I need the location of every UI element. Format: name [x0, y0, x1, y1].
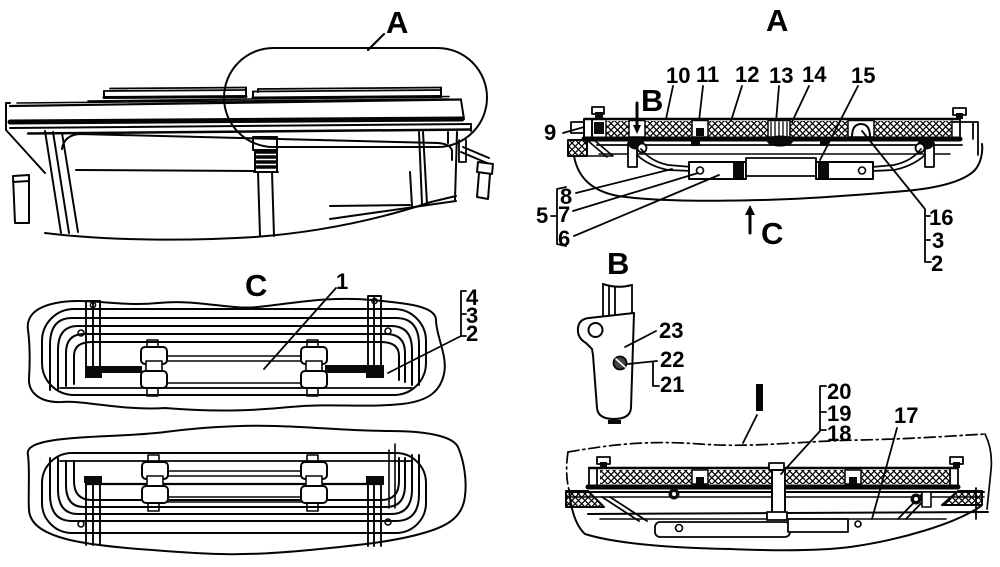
svg-text:2: 2: [931, 251, 943, 276]
svg-text:15: 15: [851, 63, 875, 88]
svg-text:4: 4: [466, 285, 479, 310]
svg-text:19: 19: [827, 401, 851, 426]
svg-text:2: 2: [466, 321, 478, 346]
svg-text:3: 3: [932, 228, 944, 253]
svg-text:7: 7: [558, 202, 570, 227]
svg-text:13: 13: [769, 63, 793, 88]
svg-text:23: 23: [659, 318, 683, 343]
svg-text:10: 10: [666, 63, 690, 88]
svg-text:A: A: [386, 5, 408, 40]
svg-text:14: 14: [802, 62, 827, 87]
svg-text:6: 6: [558, 226, 570, 251]
svg-text:12: 12: [735, 62, 759, 87]
svg-text:21: 21: [660, 372, 684, 397]
svg-text:1: 1: [336, 269, 348, 294]
svg-text:5: 5: [536, 203, 548, 228]
svg-text:11: 11: [696, 62, 719, 87]
svg-text:A: A: [766, 3, 788, 38]
svg-text:20: 20: [827, 379, 851, 404]
svg-text:18: 18: [827, 421, 851, 446]
svg-text:17: 17: [894, 403, 918, 428]
svg-text:C: C: [245, 268, 267, 303]
svg-text:22: 22: [660, 347, 684, 372]
svg-text:8: 8: [560, 184, 572, 209]
svg-text:C: C: [761, 216, 783, 251]
svg-text:16: 16: [929, 205, 953, 230]
svg-text:B: B: [607, 246, 629, 281]
svg-text:3: 3: [466, 303, 478, 328]
svg-text:9: 9: [544, 120, 556, 145]
svg-text:B: B: [641, 83, 663, 118]
